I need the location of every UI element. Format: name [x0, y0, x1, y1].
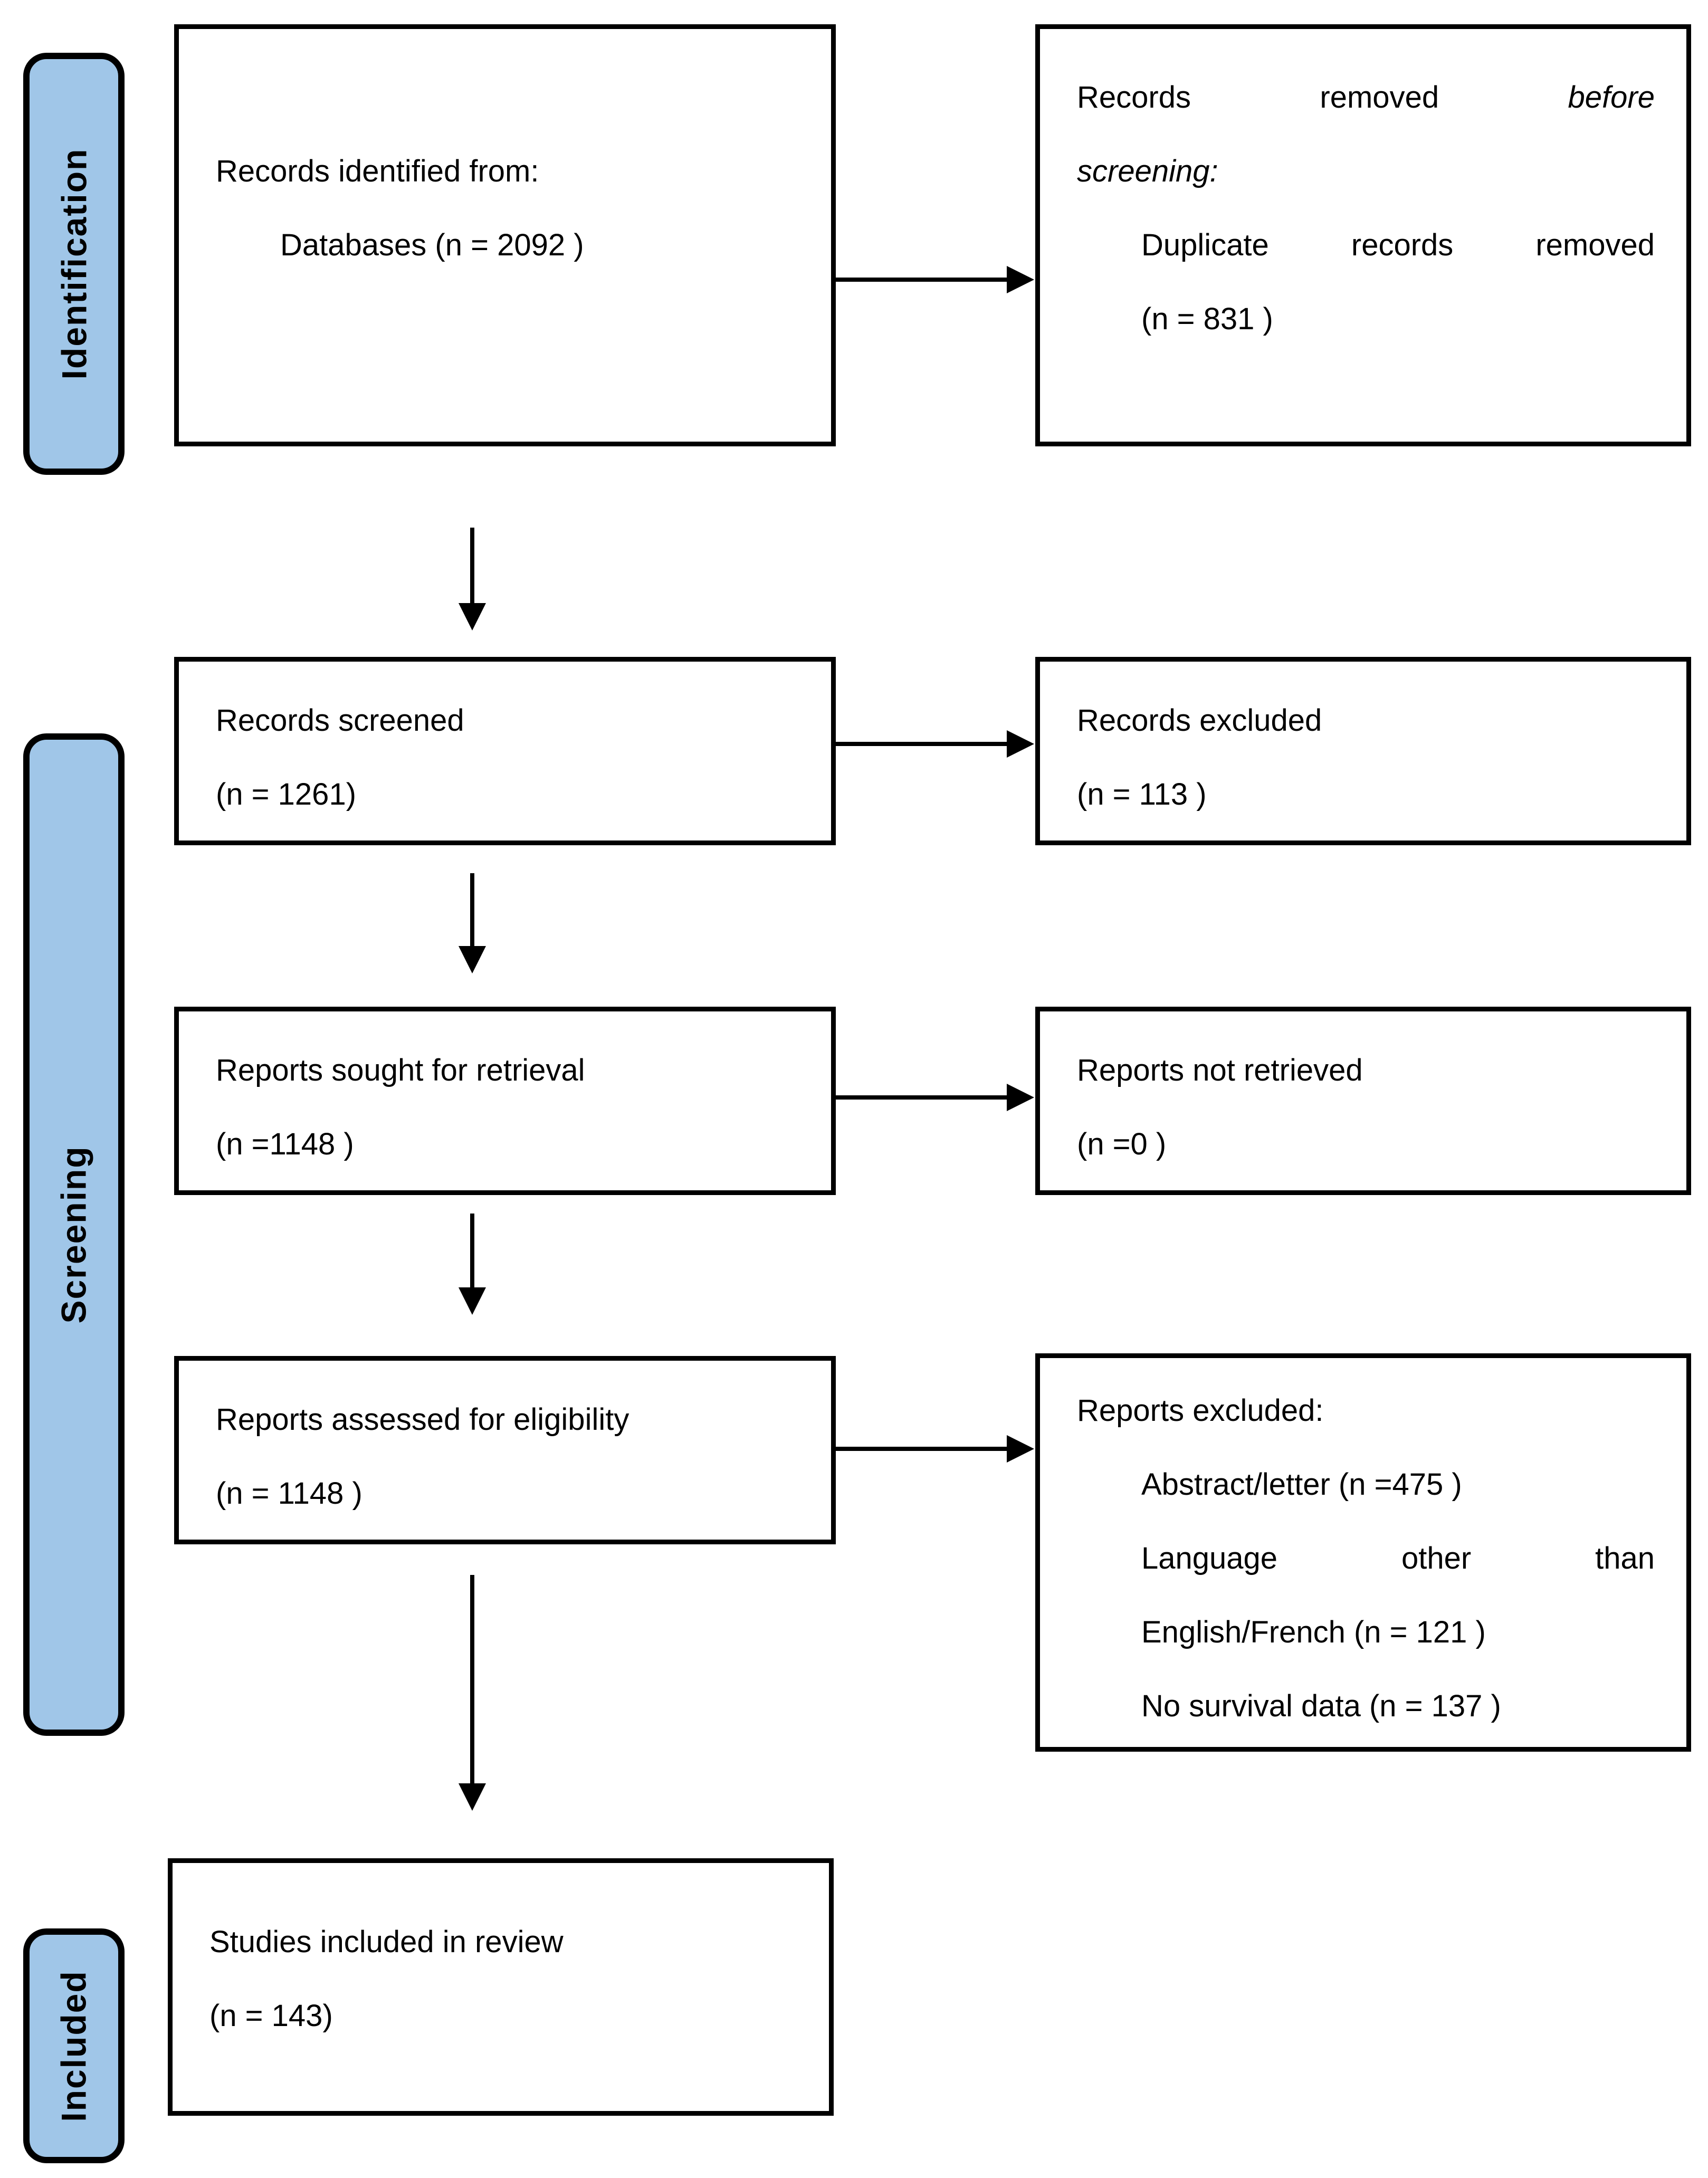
arrow-assessed-to-included — [459, 1575, 486, 1811]
box-reports-not-retrieved: Reports not retrieved (n =0 ) — [1035, 1007, 1691, 1195]
studies-included-title: Studies included in review — [209, 1925, 564, 1959]
stage-label-included-text: Included — [54, 1970, 94, 2122]
studies-included-count: (n = 143) — [209, 1999, 333, 2033]
box-records-removed: Records removed before screening: Duplic… — [1035, 24, 1691, 446]
arrow-screened-to-sought — [459, 873, 486, 973]
box-records-excluded: Records excluded (n = 113 ) — [1035, 657, 1691, 845]
records-removed-count: (n = 831 ) — [1141, 302, 1273, 336]
reports-assessed-count: (n = 1148 ) — [216, 1476, 362, 1511]
box-studies-included: Studies included in review (n = 143) — [168, 1858, 834, 2116]
box-reports-excluded: Reports excluded: Abstract/letter (n =47… — [1035, 1353, 1691, 1752]
records-removed-word-records: Records — [1077, 80, 1191, 114]
arrow-assessed-to-reports-excluded — [836, 1435, 1034, 1463]
arrow-identified-to-screened — [459, 528, 486, 631]
reports-excluded-word-other: other — [1401, 1541, 1472, 1575]
reports-excluded-item1: Abstract/letter (n =475 ) — [1141, 1467, 1462, 1502]
records-removed-line3: Duplicate records removed — [1141, 208, 1655, 282]
box-reports-sought: Reports sought for retrieval (n =1148 ) — [174, 1007, 836, 1195]
stage-label-identification: Identification — [23, 53, 125, 475]
stage-label-screening: Screening — [23, 733, 125, 1736]
reports-excluded-word-than: than — [1595, 1541, 1655, 1575]
box-reports-assessed: Reports assessed for eligibility (n = 11… — [174, 1356, 836, 1544]
reports-sought-title: Reports sought for retrieval — [216, 1053, 585, 1087]
stage-label-included: Included — [23, 1928, 125, 2163]
records-screened-title: Records screened — [216, 703, 464, 738]
reports-not-retrieved-count: (n =0 ) — [1077, 1127, 1167, 1161]
box-records-screened: Records screened (n = 1261) — [174, 657, 836, 845]
stage-label-screening-text: Screening — [54, 1145, 94, 1324]
stage-label-identification-text: Identification — [54, 148, 94, 380]
records-excluded-title: Records excluded — [1077, 703, 1322, 738]
records-removed-word-before: before — [1568, 80, 1655, 114]
arrow-sought-to-not-retrieved — [836, 1084, 1034, 1111]
reports-sought-count: (n =1148 ) — [216, 1127, 354, 1161]
reports-excluded-title: Reports excluded: — [1077, 1393, 1324, 1428]
records-removed-word-records2: records — [1351, 228, 1454, 262]
records-excluded-count: (n = 113 ) — [1077, 777, 1207, 811]
reports-excluded-item3: English/French (n = 121 ) — [1141, 1615, 1486, 1649]
reports-excluded-item2: Language other than — [1141, 1522, 1655, 1596]
reports-assessed-title: Reports assessed for eligibility — [216, 1402, 629, 1437]
records-removed-line1: Records removed before — [1077, 61, 1655, 135]
records-identified-title: Records identified from: — [216, 154, 539, 188]
reports-excluded-word-language: Language — [1141, 1541, 1278, 1575]
reports-not-retrieved-title: Reports not retrieved — [1077, 1053, 1363, 1087]
arrow-screened-to-excluded — [836, 730, 1034, 758]
records-identified-detail: Databases (n = 2092 ) — [280, 228, 584, 262]
records-removed-line2: screening: — [1077, 154, 1218, 188]
records-removed-word-duplicate: Duplicate — [1141, 228, 1269, 262]
records-screened-count: (n = 1261) — [216, 777, 357, 811]
arrow-sought-to-assessed — [459, 1214, 486, 1315]
reports-excluded-item4: No survival data (n = 137 ) — [1141, 1689, 1501, 1723]
arrow-identified-to-removed — [836, 266, 1034, 293]
records-removed-word-removed2: removed — [1535, 228, 1655, 262]
records-removed-word-removed: removed — [1320, 80, 1439, 114]
box-records-identified: Records identified from: Databases (n = … — [174, 24, 836, 446]
